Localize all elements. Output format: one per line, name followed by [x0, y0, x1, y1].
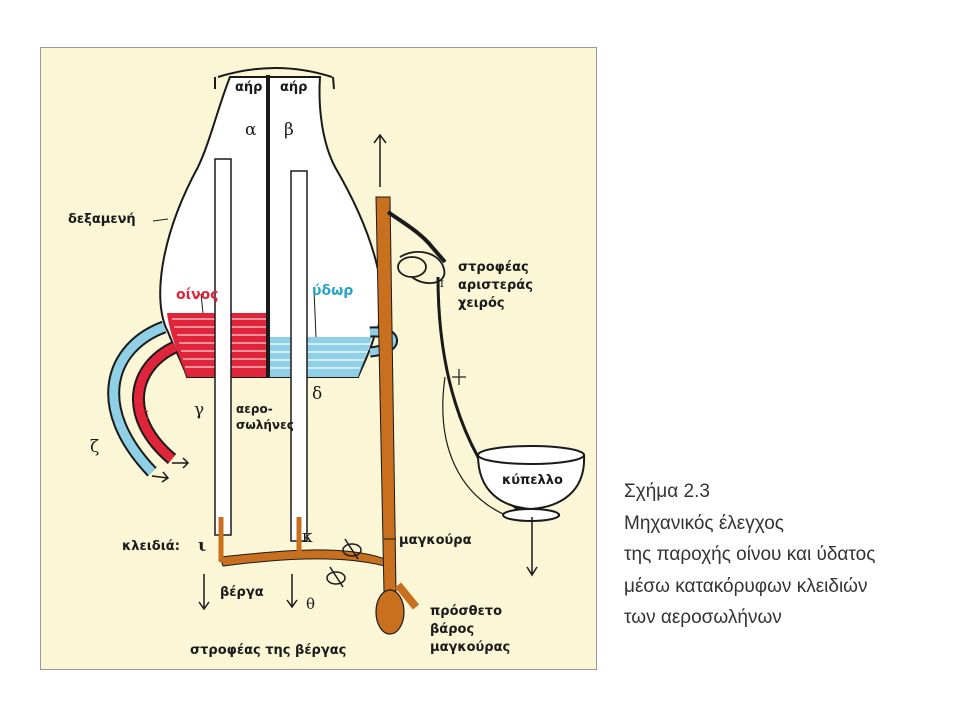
label-aerosolenes-2: σωλήνες — [236, 418, 294, 432]
label-theta: θ — [306, 595, 315, 613]
crank-top-tie — [386, 210, 447, 264]
leader-lines — [152, 218, 396, 540]
label-gamma: γ — [194, 400, 204, 420]
label-left-pivot-2: αριστεράς — [458, 278, 533, 293]
crank-up-arrow — [373, 133, 387, 187]
left-hand-pivot — [397, 251, 446, 284]
label-extra-weight-1: πρόσθετο — [430, 604, 502, 619]
label-zeta: ζ — [90, 437, 99, 457]
label-extra-weight-2: βάρος — [430, 622, 474, 637]
wine-outlet-pipe — [131, 341, 179, 464]
rod-bar — [219, 549, 389, 568]
label-epsilon: ε — [140, 404, 149, 424]
label-aerosolenes-1: αερο- — [236, 402, 273, 416]
crank-right-stub — [394, 582, 420, 610]
label-crank: μαγκούρα — [399, 533, 472, 548]
caption-line-5: των αεροσωλήνων — [624, 607, 782, 628]
label-rod-pivot: στροφέας της βέργας — [190, 643, 346, 658]
label-left-pivot-3: χειρός — [458, 296, 505, 311]
outlet-arrows — [151, 457, 190, 483]
air-tube-beta — [290, 170, 308, 542]
hydraulic-mechanism-diagram: αήρ αήρ α β δεξαμενή οίνος ύδωρ γ δ ε ζ … — [68, 67, 586, 658]
caption-line-4: μέσω κατακόρυφων κλειδιών — [624, 575, 868, 597]
label-kappa: κ — [302, 527, 313, 547]
label-water: ύδωρ — [312, 283, 353, 299]
label-pi: π — [436, 276, 444, 290]
label-left-pivot-1: στροφέας — [458, 260, 529, 275]
cup — [476, 445, 586, 577]
label-iota: ι — [198, 536, 206, 556]
label-cup: κύπελλο — [502, 473, 563, 488]
label-air-b: αήρ — [280, 80, 308, 95]
label-air-a: αήρ — [235, 80, 263, 95]
label-alpha: α — [245, 120, 257, 140]
caption-line-3: της παροχής οίνου και ύδατος — [624, 544, 876, 565]
figure-caption: Σχήμα 2.3 Μηχανικός έλεγχος της παροχής … — [624, 476, 954, 634]
crank-weight — [375, 589, 405, 635]
label-keys: κλειδιά: — [122, 539, 180, 554]
label-extra-weight-3: μαγκούρας — [430, 640, 510, 655]
water-liquid — [268, 337, 372, 377]
air-tube-alpha — [214, 158, 232, 536]
cord-thin — [442, 376, 511, 518]
crank-bar — [375, 196, 397, 593]
label-beta: β — [284, 120, 294, 140]
rod-pivot-theta — [326, 538, 362, 588]
caption-title: Σχήμα 2.3 — [624, 481, 710, 502]
label-delta: δ — [312, 384, 322, 404]
label-rod: βέργα — [220, 585, 264, 600]
caption-line-2: Μηχανικός έλεγχος — [624, 512, 784, 534]
label-wine: οίνος — [176, 287, 219, 303]
label-tank: δεξαμενή — [68, 212, 136, 227]
rod-arrows — [198, 574, 298, 611]
